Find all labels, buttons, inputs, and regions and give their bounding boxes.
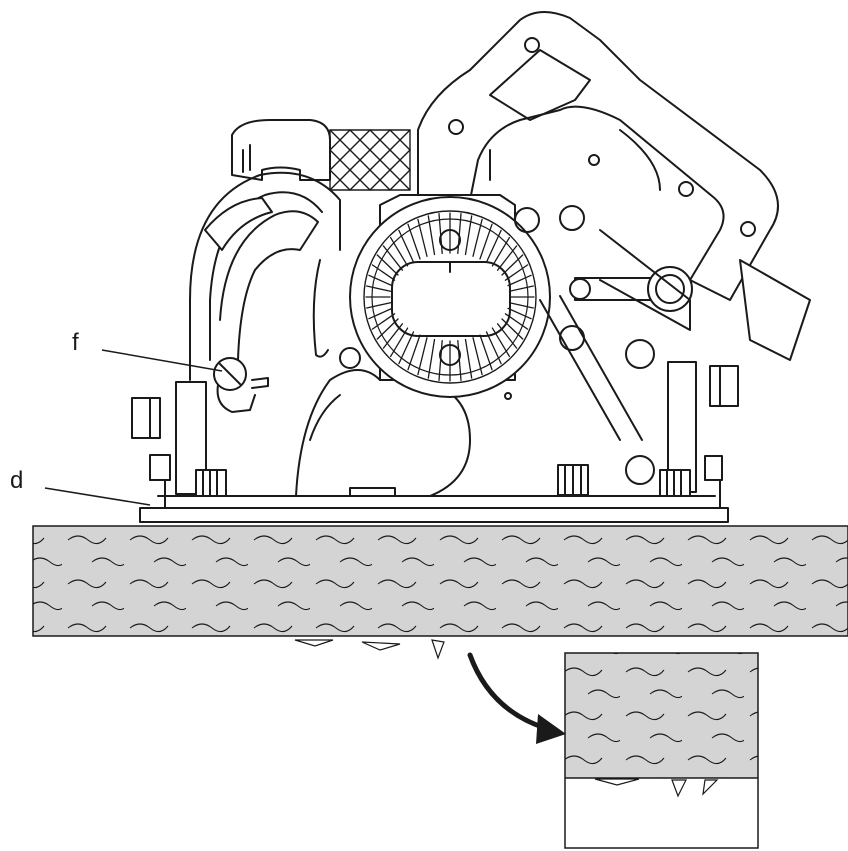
- vent-fin: [407, 334, 421, 371]
- vent-fin: [457, 339, 462, 381]
- rear-handle: [417, 11, 811, 361]
- vent-fin: [479, 334, 493, 371]
- vent-fin: [438, 213, 443, 255]
- vent-fin: [464, 215, 473, 256]
- vent-fin: [368, 274, 393, 287]
- blade-teeth: [294, 639, 445, 660]
- workpiece-board: [32, 525, 848, 637]
- vent-fin: [491, 327, 511, 358]
- vent-fin: [398, 229, 415, 263]
- vent-fin: [485, 331, 502, 365]
- vent-fin: [501, 318, 524, 340]
- vent-fin: [504, 313, 529, 330]
- label-d: d: [10, 467, 23, 494]
- vent-fin: [376, 254, 399, 276]
- vent-fin: [371, 264, 396, 281]
- vent-fin: [427, 215, 436, 256]
- vent-fin: [427, 338, 436, 379]
- motor-vents: [365, 212, 535, 382]
- vent-fin: [376, 318, 399, 340]
- vent-fin: [472, 218, 483, 257]
- inset-blade-teeth: [594, 778, 719, 798]
- vent-fin: [382, 323, 404, 349]
- tilt-linkage: [539, 229, 693, 485]
- depth-arc-guard: [189, 171, 341, 381]
- grip-lattice: [329, 129, 411, 191]
- circular-saw: [131, 11, 811, 523]
- vent-fin: [457, 213, 462, 255]
- vent-fin: [507, 307, 532, 320]
- vent-fin: [366, 285, 392, 292]
- detail-arrow: [467, 652, 566, 744]
- vent-fin: [479, 223, 493, 260]
- vent-fin: [507, 274, 532, 287]
- vent-fin: [368, 307, 393, 320]
- vent-fin: [485, 229, 502, 263]
- callout-f: f: [72, 329, 223, 372]
- vent-fin: [491, 236, 511, 267]
- vent-fin: [389, 327, 409, 358]
- centre-knob: [557, 464, 589, 496]
- vent-fin: [464, 338, 473, 379]
- vent-fin: [389, 236, 409, 267]
- vent-fin: [366, 302, 392, 309]
- vent-fin: [438, 339, 443, 381]
- depth-lock-knob: [213, 357, 269, 413]
- vent-fin: [371, 313, 396, 330]
- motor-housing: [339, 194, 585, 400]
- vent-fin: [504, 264, 529, 281]
- right-post: [659, 361, 739, 497]
- vent-fin: [382, 245, 404, 271]
- vent-fin: [501, 254, 524, 276]
- cut-depth-inset: [564, 652, 759, 849]
- vent-fin: [496, 245, 518, 271]
- vent-fin: [417, 218, 428, 257]
- vent-fin: [407, 223, 421, 260]
- callout-d: d: [10, 467, 151, 506]
- base-plate: [139, 479, 729, 523]
- front-knob: [231, 119, 331, 181]
- vent-fin: [496, 323, 518, 349]
- vent-fin: [398, 331, 415, 365]
- vent-fin: [508, 285, 534, 292]
- vent-fin: [472, 337, 483, 376]
- vent-fin: [417, 337, 428, 376]
- vent-fin: [508, 302, 534, 309]
- label-f: f: [72, 329, 79, 356]
- left-post: [131, 381, 227, 497]
